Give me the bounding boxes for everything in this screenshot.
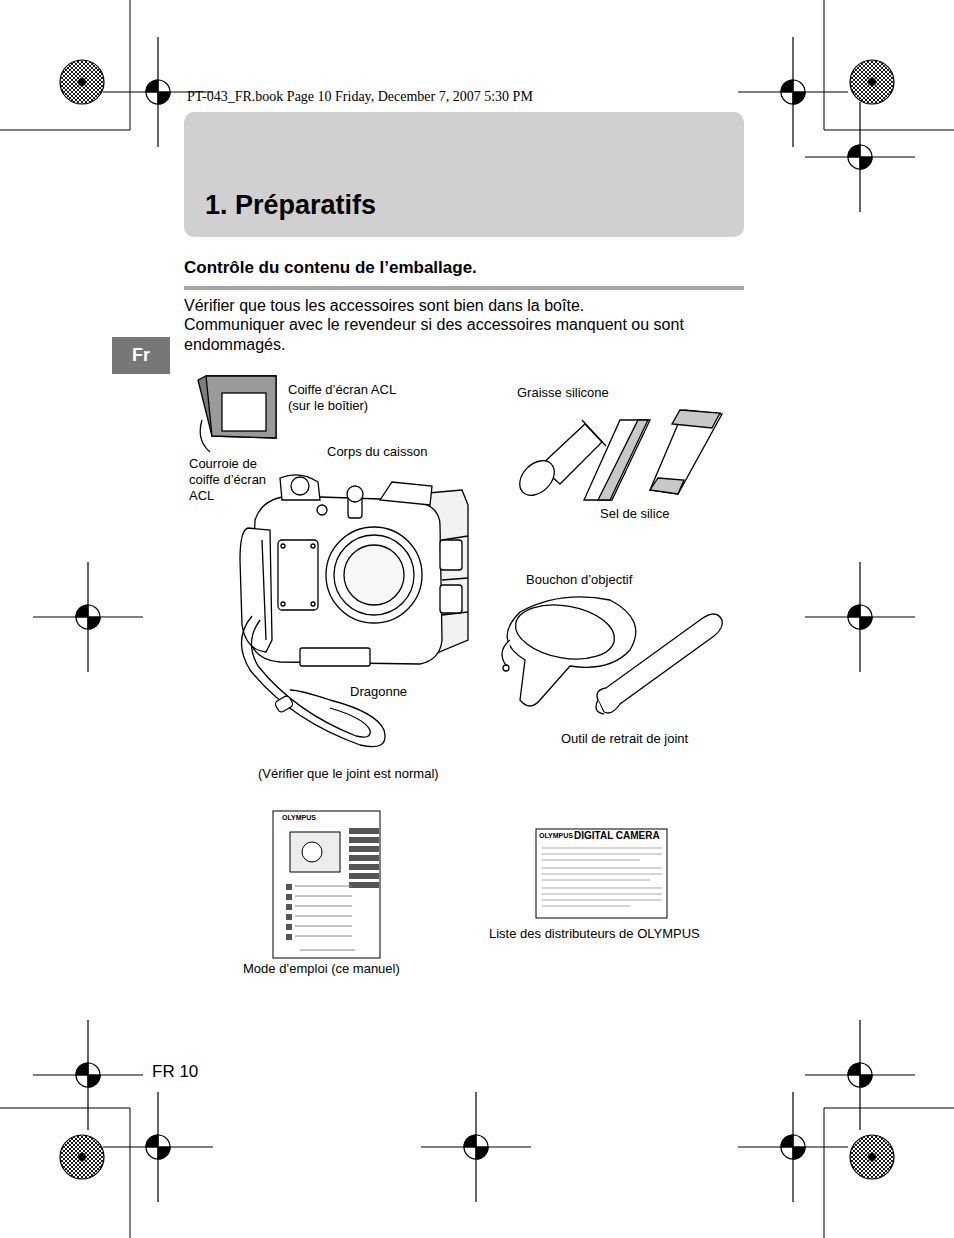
book-header: PT-043_FR.book Page 10 Friday, December …: [187, 88, 533, 105]
instruction-text: Communiquer avec le revendeur si des acc…: [184, 315, 744, 354]
lcd-hood: [198, 376, 276, 452]
part-label: Dragonne: [350, 684, 407, 700]
item-label: Liste des distributeurs de OLYMPUS: [489, 926, 700, 942]
housing-body: [240, 475, 468, 666]
language-code: Fr: [132, 345, 150, 366]
part-label: Bouchon d’objectif: [526, 572, 632, 588]
heading-rule: [184, 286, 744, 290]
registration-mark: [33, 1020, 143, 1130]
language-tab: Fr: [112, 337, 170, 374]
gasket-removal-tool: [596, 614, 722, 714]
note: (Vérifier que le joint est normal): [258, 766, 439, 782]
page-number: FR 10: [152, 1062, 198, 1083]
thumbnail-brand: OLYMPUS: [282, 814, 316, 823]
registration-mark: [33, 562, 143, 672]
part-label: Courroie de coiffe d’écran ACL: [189, 456, 281, 504]
hand-strap: [241, 616, 385, 747]
chapter-band: 1. Préparatifs: [184, 112, 744, 237]
instruction-text: Vérifier que tous les accessoires sont b…: [184, 296, 744, 316]
section-heading: Contrôle du contenu de l’emballage.: [184, 258, 477, 279]
part-label: Outil de retrait de joint: [561, 731, 688, 747]
registration-mark: [738, 37, 848, 147]
registration-mark: [805, 102, 915, 212]
distributor-list-thumbnail: [536, 829, 667, 918]
registration-mark: [103, 1092, 213, 1202]
registration-burst: [60, 60, 104, 104]
chapter-title: 1. Préparatifs: [205, 190, 376, 221]
registration-mark: [805, 1020, 915, 1130]
registration-burst: [60, 1135, 104, 1179]
registration-mark: [421, 1092, 531, 1202]
part-label: Corps du caisson: [327, 444, 427, 460]
manual-thumbnail: [273, 811, 380, 958]
registration-mark: [805, 562, 915, 672]
part-label: Sel de silice: [600, 506, 669, 522]
registration-mark: [738, 1092, 848, 1202]
thumbnail-brand: OLYMPUS: [539, 832, 573, 841]
thumbnail-title: DIGITAL CAMERA: [574, 830, 660, 842]
registration-burst: [850, 60, 894, 104]
part-label: Coiffe d’écran ACL (sur le boîtier): [288, 382, 413, 414]
part-label: Graisse silicone: [517, 385, 609, 401]
silica-gel-packets: [584, 410, 722, 500]
registration-burst: [850, 1135, 894, 1179]
item-label: Mode d’emploi (ce manuel): [243, 961, 400, 977]
